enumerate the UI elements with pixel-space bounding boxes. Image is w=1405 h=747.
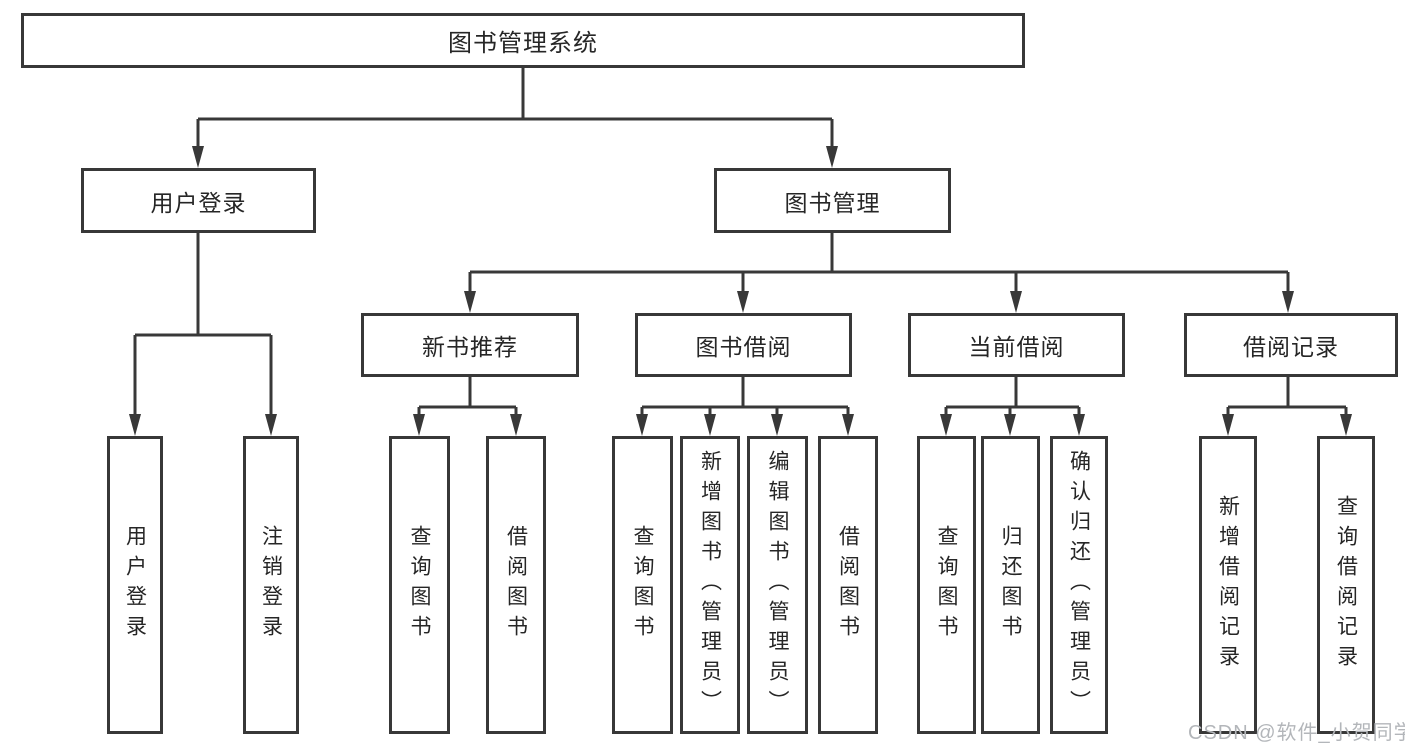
csdn-watermark: CSDN @软件_小贺同学 — [1188, 722, 1405, 744]
node-leaf-query-books-current: 查询图书 — [917, 436, 976, 734]
node-leaf-add-borrow-record: 新增借阅记录 — [1199, 436, 1257, 734]
node-leaf-query-books-recommend: 查询图书 — [389, 436, 450, 734]
leaf-label: 编辑图书（管理员） — [766, 450, 789, 720]
leaf-label: 新增借阅记录 — [1216, 495, 1240, 675]
node-book-borrowing: 图书借阅 — [635, 313, 852, 377]
leaf-label: 查询图书 — [935, 525, 958, 645]
node-leaf-return-books: 归还图书 — [981, 436, 1040, 734]
node-library-management-system: 图书管理系统 — [21, 13, 1025, 68]
leaf-label: 查询借阅记录 — [1334, 495, 1358, 675]
leaf-label: 借阅图书 — [836, 525, 860, 645]
leaf-label: 注销登录 — [259, 525, 283, 645]
node-leaf-borrow-books-recommend: 借阅图书 — [486, 436, 546, 734]
leaf-label: 新增图书（管理员） — [698, 450, 722, 720]
node-leaf-query-books-borrowing: 查询图书 — [612, 436, 673, 734]
leaf-label: 用户登录 — [123, 525, 147, 645]
node-leaf-add-books-admin: 新增图书（管理员） — [680, 436, 740, 734]
node-leaf-query-borrow-record: 查询借阅记录 — [1317, 436, 1375, 734]
node-leaf-confirm-return-admin: 确认归还（管理员） — [1050, 436, 1108, 734]
node-leaf-logout: 注销登录 — [243, 436, 299, 734]
leaf-label: 查询图书 — [408, 525, 431, 645]
node-book-management: 图书管理 — [714, 168, 951, 233]
node-leaf-edit-books-admin: 编辑图书（管理员） — [747, 436, 808, 734]
node-leaf-user-login: 用户登录 — [107, 436, 163, 734]
node-borrowing-records: 借阅记录 — [1184, 313, 1398, 377]
leaf-label: 归还图书 — [999, 525, 1022, 645]
node-user-login: 用户登录 — [81, 168, 316, 233]
leaf-label: 借阅图书 — [504, 525, 528, 645]
node-new-book-recommendation: 新书推荐 — [361, 313, 579, 377]
node-leaf-borrow-books: 借阅图书 — [818, 436, 878, 734]
node-current-borrowing: 当前借阅 — [908, 313, 1125, 377]
leaf-label: 查询图书 — [631, 525, 654, 645]
leaf-label: 确认归还（管理员） — [1067, 450, 1091, 720]
